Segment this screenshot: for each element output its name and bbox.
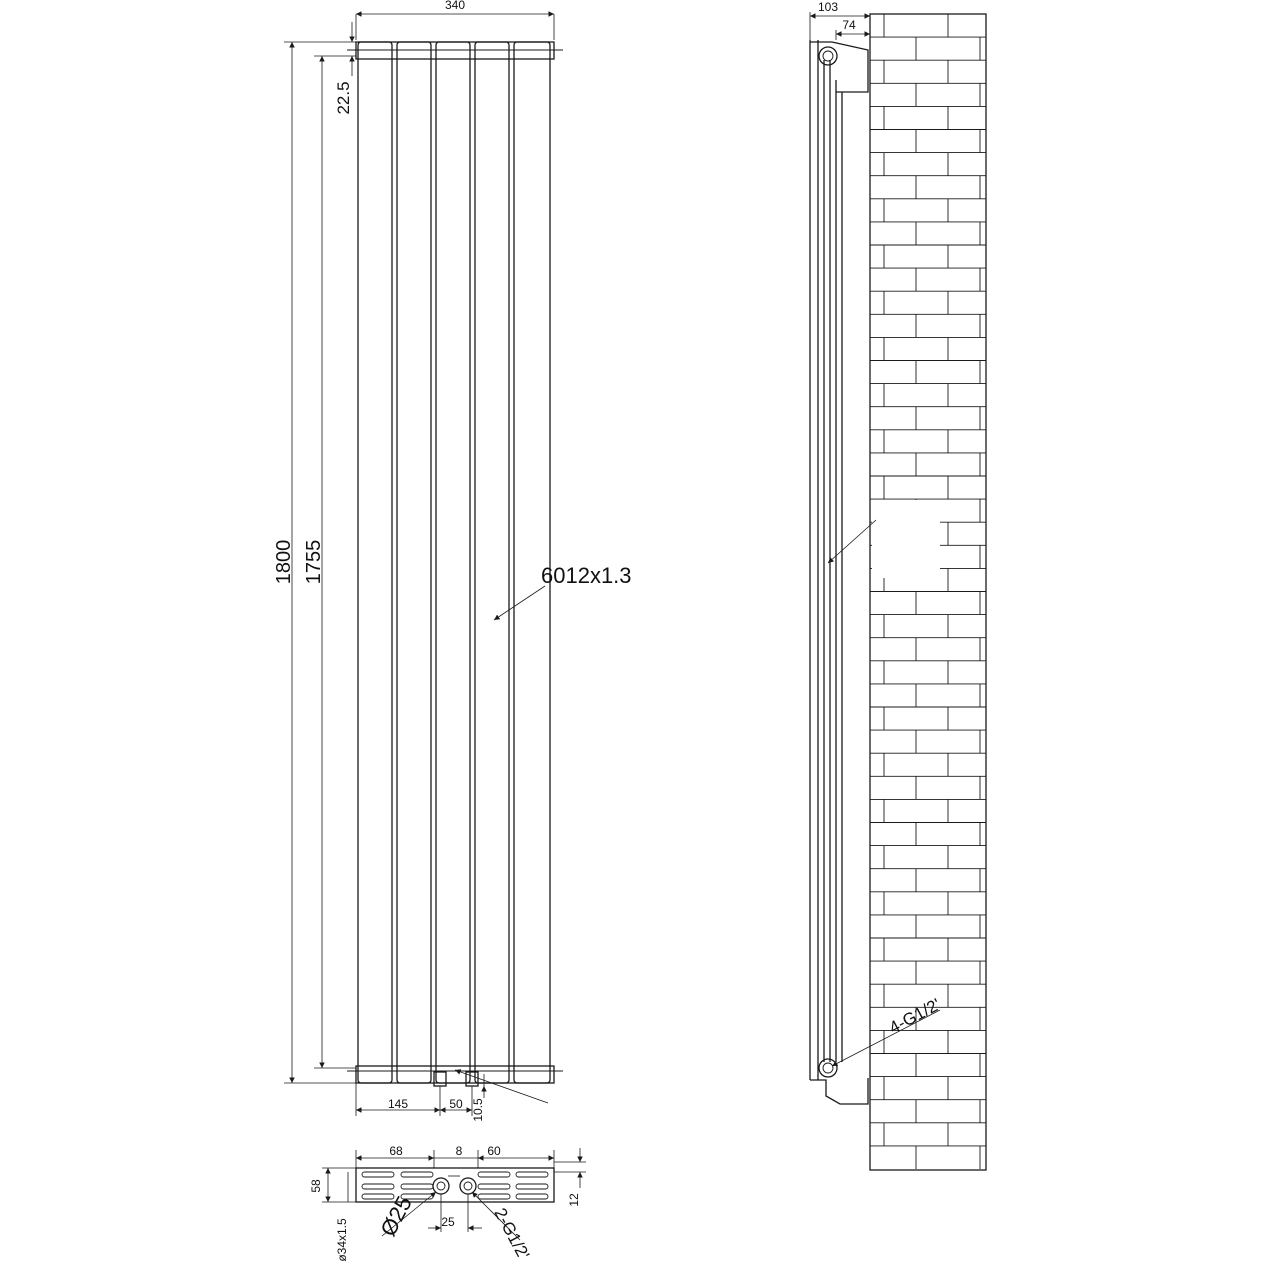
panel-slot: [477, 1193, 511, 1200]
dim-pipe-drop: 10.5: [471, 1098, 485, 1122]
bottom-view: 68 8 60 58 12 Ø25 2-G1/2' 25 ø34x1.5: [309, 1144, 586, 1263]
panel-slot: [361, 1183, 395, 1190]
dim-pipe-spacing: 50: [449, 1097, 463, 1111]
panel-slot: [477, 1183, 511, 1190]
dim-height: 1800: [273, 540, 295, 585]
panel-slot: [515, 1193, 549, 1200]
tube-label: ø34x1.5: [335, 1218, 349, 1262]
panels: [357, 41, 551, 1084]
panel-slot: [515, 1171, 549, 1178]
panel-slot: [361, 1171, 395, 1178]
bottom-connection-icon: [818, 1058, 838, 1078]
radiator-back: [835, 92, 843, 1062]
radiator-profile: [809, 40, 831, 1080]
left-pipe-icon: [432, 1177, 450, 1195]
panel-5: [513, 41, 551, 1084]
dim-center-spacing: 25: [441, 1215, 455, 1229]
brick-wall: [869, 13, 987, 1171]
panel-slot: [515, 1183, 549, 1190]
dim-right-height: 12: [567, 1193, 581, 1207]
panel-1: [357, 41, 393, 1084]
radiator-brackets: [810, 41, 869, 1105]
panel-slot: [400, 1183, 434, 1190]
top-connection-icon: [818, 46, 838, 66]
dim-right-width: 60: [487, 1144, 501, 1158]
bottom-connection-label: 2-G1/2': [490, 1205, 533, 1263]
front-view: 340 1800 1755 22.5 6012x1.3 145 50 10.5: [273, 0, 632, 1122]
panel-slot: [477, 1171, 511, 1178]
panel-2: [396, 41, 432, 1084]
bottom-view-outline: [355, 1167, 555, 1203]
dim-gap: 8: [456, 1144, 463, 1158]
panel-3: [435, 41, 471, 1084]
pipe-stub-right: [465, 1071, 479, 1087]
panel-4: [474, 41, 510, 1084]
side-view: 103 74 4-G1/2': [809, 0, 987, 1171]
dim-left-width: 68: [389, 1144, 403, 1158]
dim-width: 340: [445, 0, 465, 12]
connection-label: 4-G1/2': [886, 995, 944, 1038]
dim-left-to-pipe: 145: [388, 1097, 408, 1111]
wall-outline: [869, 13, 987, 1171]
wall-blank-area: [872, 500, 940, 578]
dim-wall-offset: 74: [842, 18, 856, 32]
bottom-manifold: [355, 1065, 555, 1084]
right-pipe-icon: [459, 1177, 477, 1195]
dim-inner-height: 1755: [303, 540, 325, 585]
panel-label: 6012x1.3: [541, 563, 632, 588]
dim-top-offset: 22.5: [334, 81, 353, 114]
panel-slot: [400, 1171, 434, 1178]
dim-bottom-height: 58: [309, 1179, 323, 1193]
wall-bricks: [870, 13, 986, 1169]
panel-slot: [361, 1193, 395, 1200]
top-manifold: [355, 41, 555, 60]
dim-depth: 103: [818, 0, 838, 14]
